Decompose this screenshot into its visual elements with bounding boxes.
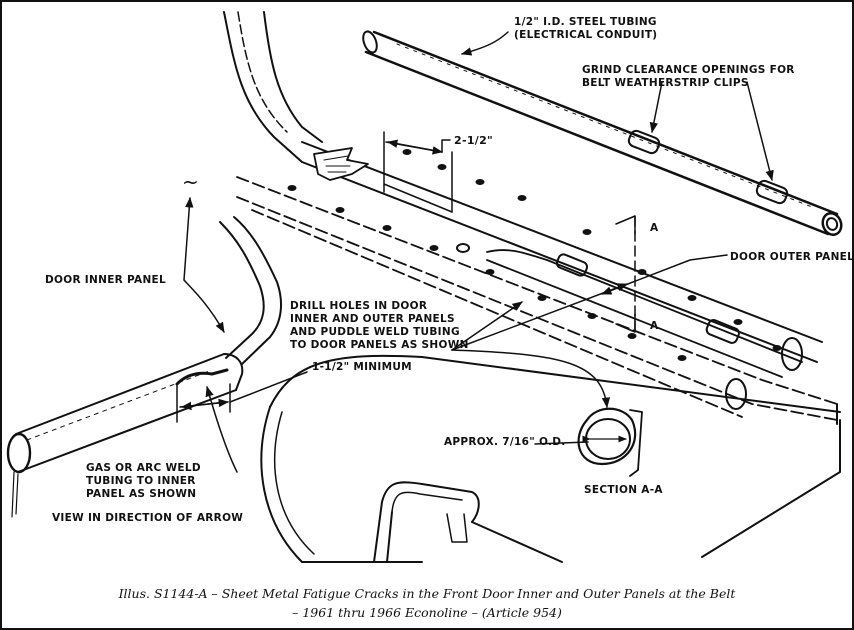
leader-lines (176, 31, 774, 473)
section-marker-bottom: A (650, 320, 659, 332)
steel-tubing (362, 30, 843, 237)
drill-holes-line-2: INNER AND OUTER PANELS (290, 313, 455, 325)
door-inner-panel-label: DOOR INNER PANEL (45, 274, 167, 286)
drill-holes-line-1: DRILL HOLES IN DOOR (290, 300, 428, 312)
drill-holes-line-3: AND PUDDLE WELD TUBING (290, 326, 460, 338)
door-body (260, 354, 841, 563)
steel-tubing-line-2: (ELECTRICAL CONDUIT) (514, 29, 658, 41)
weld-note-label: GAS OR ARC WELD TUBING TO INNER PANEL AS… (86, 462, 201, 501)
caption-line-1: Illus. S1144-A – Sheet Metal Fatigue Cra… (118, 586, 736, 601)
grind-clearance-label: GRIND CLEARANCE OPENINGS FOR BELT WEATHE… (582, 64, 795, 90)
dimension-2-1-2-label: 2-1/2" (454, 134, 494, 147)
weld-note-line-2: TUBING TO INNER (86, 475, 196, 487)
drill-holes-label: DRILL HOLES IN DOOR INNER AND OUTER PANE… (290, 300, 469, 352)
steel-tubing-line-1: 1/2" I.D. STEEL TUBING (514, 16, 657, 28)
weld-note-line-3: PANEL AS SHOWN (86, 488, 197, 500)
door-outer-panel-label: DOOR OUTER PANEL (730, 251, 854, 263)
door-inner-panel (6, 216, 283, 518)
approx-od-label: APPROX. 7/16" O.D. (444, 436, 566, 448)
weld-note-line-1: GAS OR ARC WELD (86, 462, 201, 474)
section-aa-label: SECTION A-A (584, 484, 663, 496)
door-outer-panel (223, 11, 838, 425)
steel-tubing-label: 1/2" I.D. STEEL TUBING (ELECTRICAL CONDU… (514, 16, 657, 42)
drill-holes-line-4: TO DOOR PANELS AS SHOWN (290, 339, 469, 351)
grind-clearance-line-2: BELT WEATHERSTRIP CLIPS (582, 77, 749, 89)
tilde-mark: ~ (182, 170, 200, 194)
caption-line-2: – 1961 thru 1966 Econoline – (Article 95… (292, 605, 562, 620)
minimum-length-label: 1-1/2" MINIMUM (312, 361, 412, 373)
grind-clearance-line-1: GRIND CLEARANCE OPENINGS FOR (582, 64, 795, 76)
view-direction-label: VIEW IN DIRECTION OF ARROW (52, 512, 244, 524)
figure-caption: Illus. S1144-A – Sheet Metal Fatigue Cra… (2, 584, 852, 622)
section-marker-top: A (650, 222, 659, 234)
